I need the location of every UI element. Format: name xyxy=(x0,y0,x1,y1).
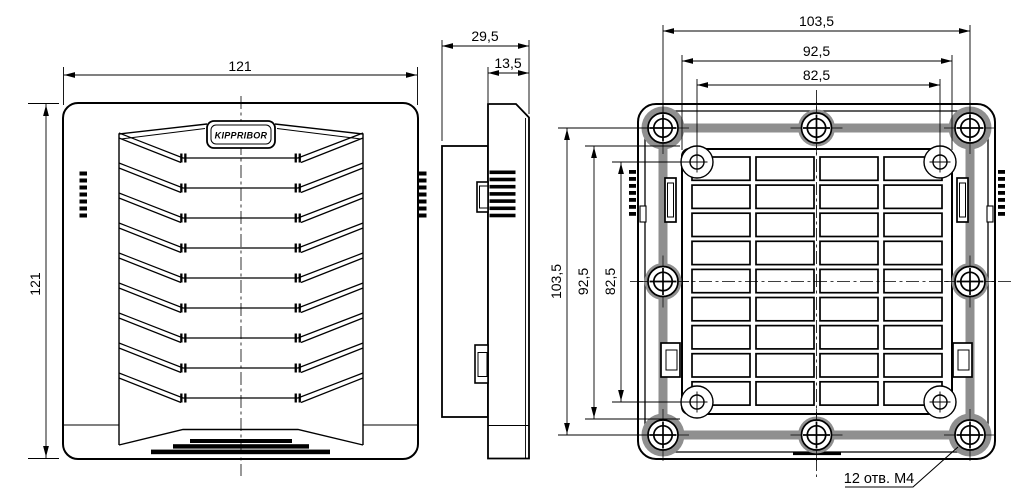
edge-ribs xyxy=(79,170,1005,218)
mounting-screws xyxy=(637,102,996,461)
rear-h-outer-dim-label: 103,5 xyxy=(799,13,834,29)
rear-h-inner-dim-label: 82,5 xyxy=(803,67,830,83)
hood-top-inner-lines xyxy=(120,128,362,140)
rear-v-outer-dim-label: 103,5 xyxy=(548,264,564,299)
front-height-dim-label: 121 xyxy=(27,272,43,296)
front-outer-frame xyxy=(62,102,419,460)
logo-badge-inner xyxy=(210,124,272,145)
brand-logo-text: KIPPRIBOR xyxy=(215,131,268,141)
rear-v-mid-dim-label: 92,5 xyxy=(575,268,591,295)
mounting-holes-note: 12 отв. М4 xyxy=(844,471,914,487)
rear-h-mid-dim-label: 92,5 xyxy=(803,43,830,59)
side-bottom-latch xyxy=(474,344,489,384)
side-cover-depth-dim-label: 13,5 xyxy=(494,55,521,71)
hood-outline xyxy=(118,123,364,445)
rear-v-inner-dim-label: 82,5 xyxy=(602,268,618,295)
side-top-latch-inner xyxy=(479,185,489,209)
dimension-arrowheads xyxy=(43,28,970,457)
front-width-dim-label: 121 xyxy=(228,58,252,74)
louver-grille xyxy=(118,132,364,404)
rear-side-clips xyxy=(639,177,994,378)
side-cover-profile xyxy=(487,103,530,460)
panel-corner-holes xyxy=(680,145,957,419)
side-view xyxy=(441,103,530,460)
side-bottom-latch-inner xyxy=(477,352,488,377)
front-view: KIPPRIBOR xyxy=(62,96,419,476)
rear-bottom-tab xyxy=(793,452,841,456)
rear-view xyxy=(630,90,1012,477)
side-depth-dim-label: 29,5 xyxy=(471,28,498,44)
bottom-vent-slots xyxy=(151,439,330,455)
hood-bottom-edge xyxy=(118,428,364,446)
dimension-lines xyxy=(28,25,971,488)
